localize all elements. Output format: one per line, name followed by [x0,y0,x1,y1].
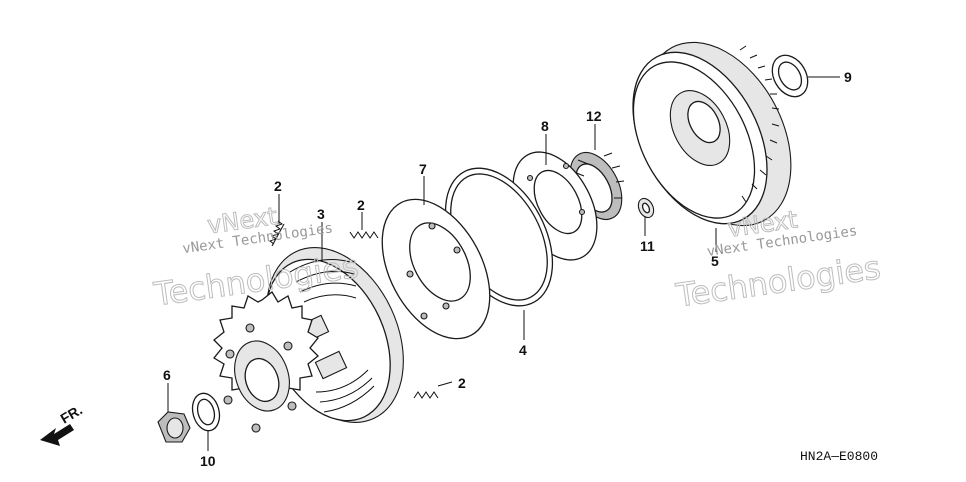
callout-3: 3 [317,206,325,222]
callout-8: 8 [541,118,549,134]
callout-9: 9 [844,69,852,85]
front-direction-arrow: FR. [40,401,85,446]
part-6-nut[interactable] [157,411,191,443]
part-2-spring-c[interactable] [413,391,439,399]
callout-11: 11 [640,238,655,254]
part-10-washer[interactable] [189,390,224,433]
part-7-drive-plate[interactable] [360,181,512,357]
part-9-washer[interactable] [765,49,815,103]
callout-6: 6 [163,367,171,383]
drive-sprocket-hub[interactable] [213,291,319,433]
callout-2-b: 2 [357,197,365,213]
part-2-spring-b[interactable] [349,231,379,239]
callout-7: 7 [419,161,427,177]
diagram-code: HN2A—E0800 [800,449,878,464]
watermark-right-big-bottom: Technologies [673,248,883,314]
callout-12: 12 [586,108,602,124]
part-2-spring-a[interactable] [268,220,285,247]
callout-2-c: 2 [458,375,466,391]
part-11-washer[interactable] [635,196,656,220]
callout-4: 4 [519,342,527,358]
callout-labels: 9 12 8 7 11 5 4 3 2 2 2 6 10 [163,69,852,469]
part-5-clutch-outer[interactable] [606,17,821,250]
callout-5: 5 [711,253,719,269]
callout-10: 10 [200,453,216,469]
callout-2-a: 2 [274,178,282,194]
direction-label: FR. [58,401,86,426]
leader-lines [167,76,840,451]
